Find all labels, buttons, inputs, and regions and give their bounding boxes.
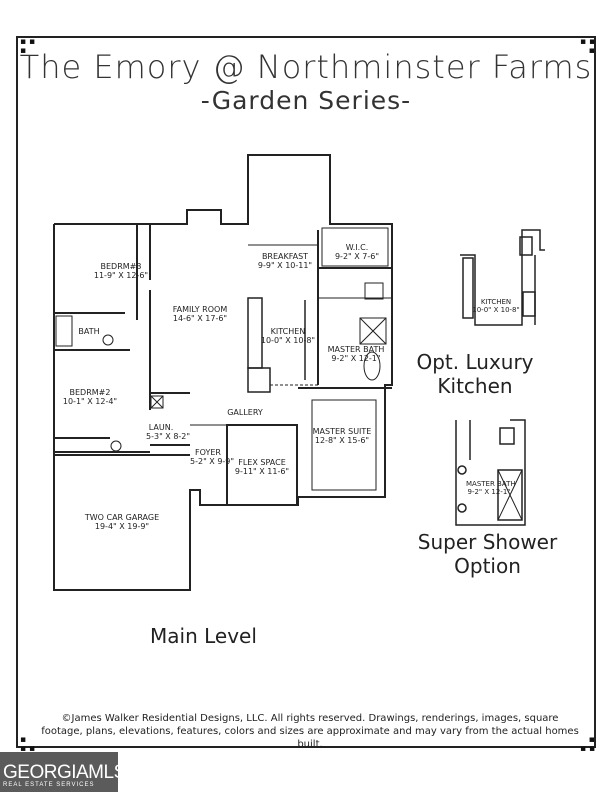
- mls-logo: GEORGIAMLS REAL ESTATE SERVICES: [0, 752, 126, 792]
- corner-mark-bottom-left: ▪▪ ▪: [20, 735, 36, 754]
- main-outline: [53, 154, 393, 591]
- corner-mark-top-right: ▪ ▪ ▪: [580, 37, 596, 56]
- corner-mark-bottom-right: ▪▪ ▪: [580, 735, 596, 754]
- logo-main-text: GEORGIAMLS: [3, 762, 126, 783]
- logo-sub-text: REAL ESTATE SERVICES: [3, 782, 95, 788]
- corner-mark-top-left: ▪ ▪▪: [20, 37, 36, 56]
- level-label: Main Level: [150, 624, 257, 648]
- super-shower-outline: [455, 419, 526, 526]
- room-label-bath: BATH: [78, 327, 100, 336]
- room-label-gallery: GALLERY: [227, 408, 263, 417]
- room-label-wic: W.I.C.9-2" X 7-6": [334, 243, 380, 261]
- luxury-kitchen-outline: [460, 229, 545, 326]
- copyright-notice: ©James Walker Residential Designs, LLC. …: [41, 713, 579, 750]
- page-border: [16, 36, 596, 748]
- plan-subtitle: -Garden Series-: [200, 86, 412, 115]
- room-label-laundry: LAUN.5-3" X 8-2": [146, 423, 191, 441]
- plan-title: The Emory @ Northminster Farms: [19, 48, 593, 86]
